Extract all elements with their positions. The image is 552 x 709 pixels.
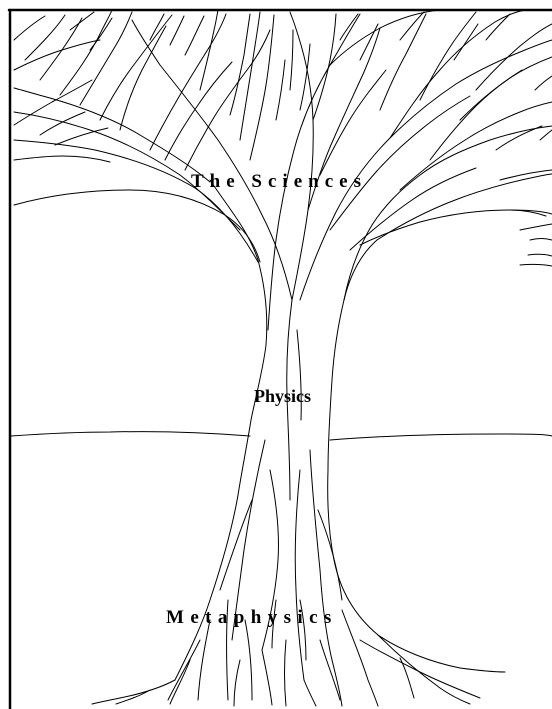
ground-line [11,432,552,440]
branches-upper-left [14,10,274,170]
label-physics: Physics [254,387,311,405]
label-the-sciences: The Sciences [191,172,367,191]
page-frame [9,10,552,709]
branches-upper-right [276,12,552,266]
trunk [175,180,460,680]
label-metaphysics: Metaphysics [166,608,338,627]
